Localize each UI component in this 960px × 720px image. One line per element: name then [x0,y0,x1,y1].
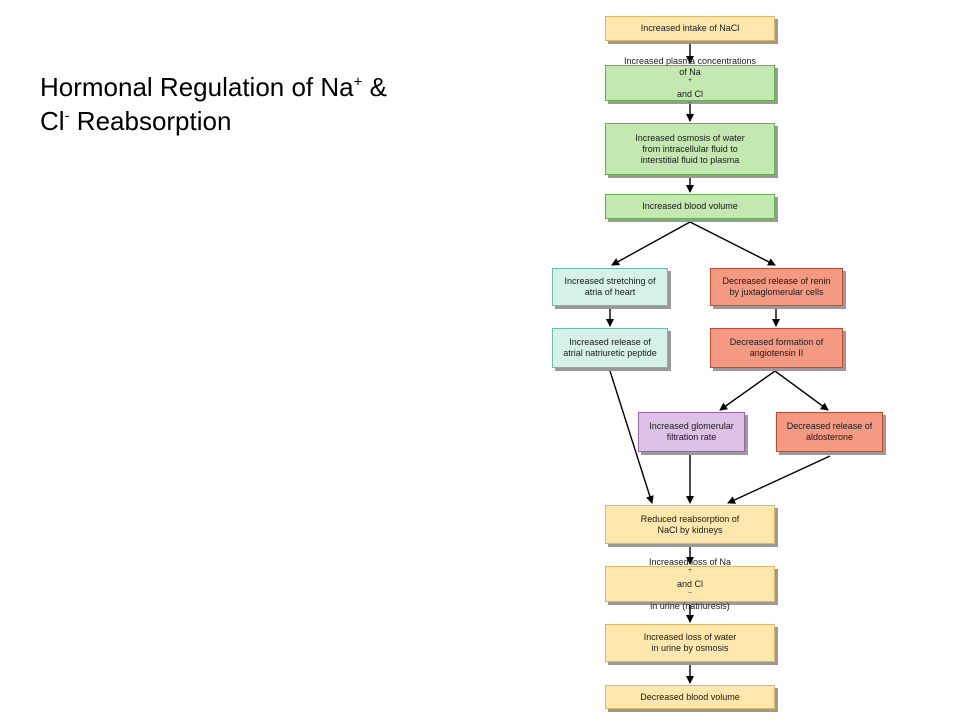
node-increased-loss-na-cl: Increased loss of Na+ and Cl– in urine (… [605,557,775,611]
node-increased-gfr: Increased glomerular filtration rate [638,412,745,452]
title-line-2: Cl- Reabsorption [40,106,232,136]
node-increased-intake-nacl: Increased intake of NaCl [605,16,775,41]
node-decreased-formation-angiotensin: Decreased formation of angiotensin II [710,328,843,368]
node-increased-osmosis-water: Increased osmosis of water from intracel… [605,123,775,175]
arrow-aldosterone-to-reabsorption [727,455,831,504]
arrow-anp-to-reabsorption [609,370,654,504]
node-decreased-blood-volume: Decreased blood volume [605,685,775,709]
page-title: Hormonal Regulation of Na+ & Cl- Reabsor… [40,70,510,138]
node-increased-release-anp: Increased release of atrial natriuretic … [552,328,668,368]
node-decreased-release-renin: Decreased release of renin by juxtaglome… [710,268,843,306]
node-increased-loss-water: Increased loss of water in urine by osmo… [605,624,775,662]
node-increased-plasma-concentrations: Increased plasma concentrations of Na+ a… [605,56,775,106]
title-line-1: Hormonal Regulation of Na+ & [40,72,387,102]
node-increased-stretching-atria: Increased stretching of atria of heart [552,268,668,306]
node-increased-blood-volume: Increased blood volume [605,194,775,219]
node-reduced-reabsorption-nacl: Reduced reabsorption of NaCl by kidneys [605,505,775,544]
arrow-volume-to-stretching [611,221,691,266]
arrow-angiotensin-to-gfr [719,370,776,411]
arrow-volume-to-renin [689,221,776,266]
node-decreased-release-aldosterone: Decreased release of aldosterone [776,412,883,452]
arrow-angiotensin-to-aldosterone [774,370,829,411]
